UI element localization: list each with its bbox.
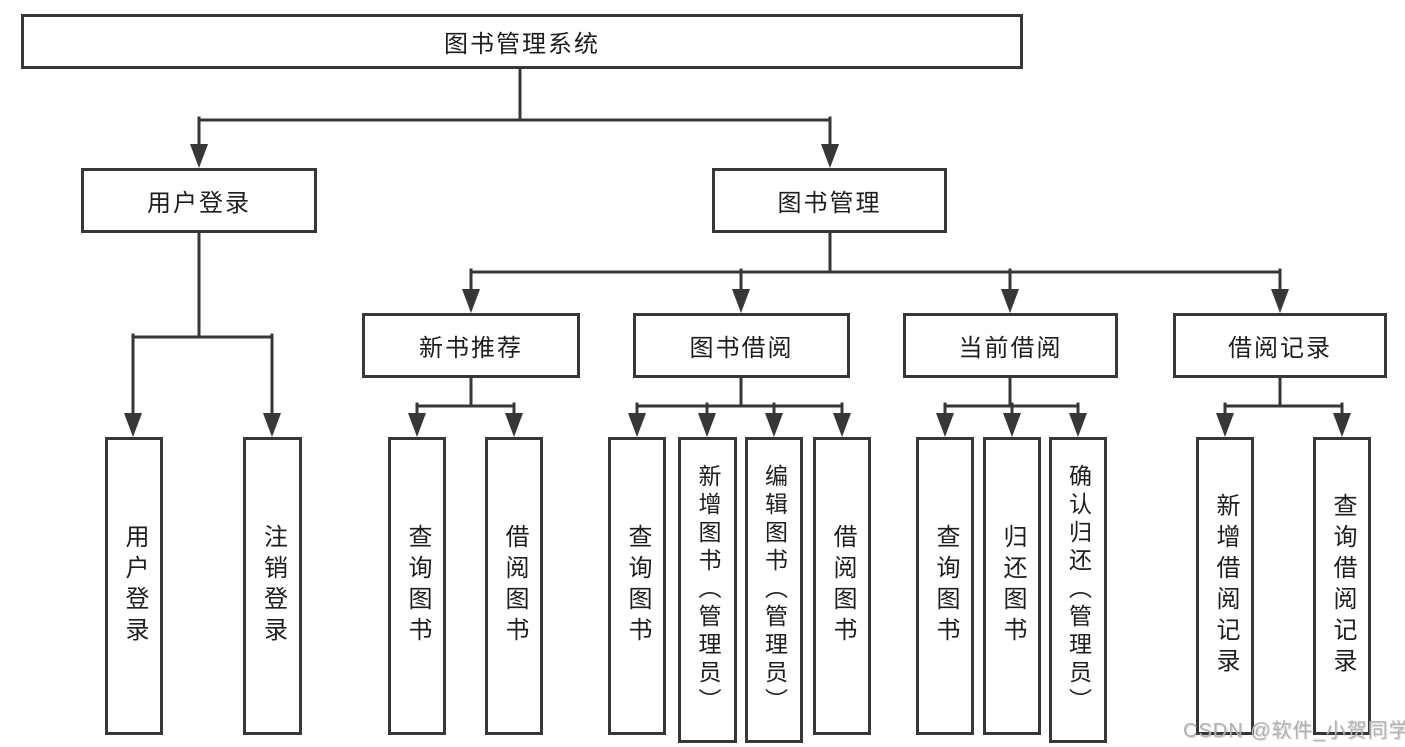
leaf-borrow-book-recommend: 借阅图书 xyxy=(485,437,543,735)
leaf-confirm-return-admin: 确认归还（管理员） xyxy=(1049,437,1107,743)
node-book-borrowing: 图书借阅 xyxy=(633,313,850,378)
leaf-query-borrow-record: 查询借阅记录 xyxy=(1313,437,1371,735)
leaf-label: 编辑图书（管理员） xyxy=(761,464,788,716)
leaf-label: 注销登录 xyxy=(259,524,287,648)
node-user-login: 用户登录 xyxy=(81,168,317,233)
node-new-book-recommendation: 新书推荐 xyxy=(362,313,580,378)
leaf-query-book-recommend: 查询图书 xyxy=(388,437,446,735)
arrowheads xyxy=(124,144,1351,437)
leaf-user-login: 用户登录 xyxy=(105,437,163,735)
leaf-query-book-current: 查询图书 xyxy=(916,437,974,735)
leaf-label: 借阅图书 xyxy=(829,524,856,648)
leaf-label: 查询图书 xyxy=(932,524,959,648)
watermark: CSDN @软件_小贺同学 xyxy=(1183,720,1405,742)
leaf-edit-book-admin: 编辑图书（管理员） xyxy=(745,437,803,743)
node-borrowing-records: 借阅记录 xyxy=(1173,313,1387,378)
leaf-label: 新增借阅记录 xyxy=(1212,493,1239,679)
leaf-label: 借阅图书 xyxy=(501,524,528,648)
leaf-add-borrow-record: 新增借阅记录 xyxy=(1196,437,1254,735)
leaf-return-book: 归还图书 xyxy=(983,437,1041,735)
leaf-label: 确认归还（管理员） xyxy=(1065,464,1092,716)
leaf-borrow-book-borrowing: 借阅图书 xyxy=(813,437,871,735)
leaf-label: 查询图书 xyxy=(624,524,651,648)
leaf-label: 归还图书 xyxy=(999,524,1026,648)
leaf-label: 用户登录 xyxy=(121,524,148,648)
leaf-label: 查询图书 xyxy=(404,524,431,648)
leaf-query-book-borrowing: 查询图书 xyxy=(608,437,666,735)
node-library-system: 图书管理系统 xyxy=(21,14,1023,69)
leaf-logout: 注销登录 xyxy=(243,437,302,735)
node-book-management: 图书管理 xyxy=(712,168,947,233)
node-current-borrowing: 当前借阅 xyxy=(903,313,1118,378)
leaf-label: 查询借阅记录 xyxy=(1329,493,1356,679)
leaf-label: 新增图书（管理员） xyxy=(695,464,721,716)
leaf-add-book-admin: 新增图书（管理员） xyxy=(678,437,737,743)
